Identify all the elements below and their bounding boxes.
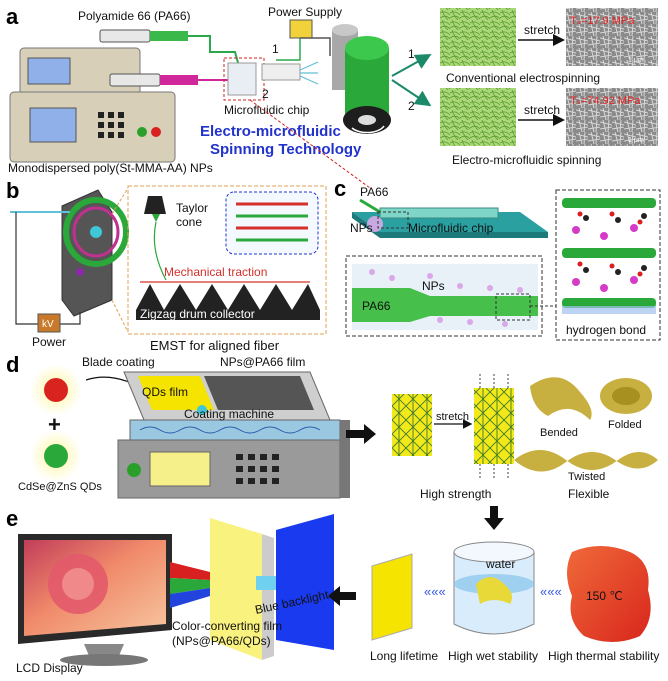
label-thermal: High thermal stability [548,649,659,663]
label-nps: NPs [350,221,373,235]
scalebar-2: 1 μm [628,137,644,144]
coating-machine [117,371,350,499]
label-long: Long lifetime [370,649,438,663]
sem-conventional-before [440,8,516,66]
microfluidic-chip [227,62,257,96]
tech-title-line2: Spinning Technology [210,141,362,158]
path-label-1: 1 [272,42,279,56]
path-label-2: 2 [262,87,269,101]
film-bended [530,377,592,420]
label-blade: Blade coating [82,355,155,369]
label-collector: Zigzag drum collector [140,307,255,321]
label-pa66-inset: PA66 [362,299,391,313]
label-ccf-line2: (NPs@PA66/QDs) [172,634,271,648]
panel-e: e LCD Display Color-converting film (NPs… [6,506,659,675]
label-flexible: Flexible [568,487,610,501]
arrow-to-strength [346,424,376,444]
kv-label: kV [42,319,54,330]
blue-backlight [276,514,334,650]
label-pa66: PA66 [360,185,389,199]
arrow-label-1: 1 [408,47,415,61]
qd-red-icon [44,378,68,402]
taylor-line1: Taylor [176,201,208,215]
label-power: Power [32,335,66,349]
label-bended: Bended [540,427,578,439]
label-chip: Microfluidic chip [408,221,494,235]
taylor-line2: cone [176,215,202,229]
label-nps: Monodispersed poly(St-MMA-AA) NPs [8,161,213,175]
pa66-stream [352,288,538,322]
label-film: NPs@PA66 film [220,355,305,369]
label-lcd: LCD Display [16,661,83,675]
label-machine: Coating machine [184,407,274,421]
label-ccf-line1: Color-converting film [172,619,282,633]
arrow-down [484,506,504,530]
stretch-label-2: stretch [524,103,560,117]
film-twisted [514,450,658,472]
zigzag-collector [136,284,320,310]
nozzle [144,196,166,214]
label-conventional: Conventional electrospinning [446,71,600,85]
syringe-pump [9,29,198,163]
ts-electro: Tₛ=74.92 MPa [570,95,641,107]
label-microfluidic-chip: Microfluidic chip [224,103,310,117]
label-power-supply: Power Supply [268,5,342,19]
film-long-lifetime [371,553,413,641]
label-qds-film: QDs film [142,385,188,399]
ts-conventional: Tₛ=17.9 MPa [570,15,635,27]
panel-b-letter: b [6,178,19,203]
sem-electro-before [440,88,516,146]
tech-title-line1: Electro-microfluidic [200,123,341,140]
label-folded: Folded [608,419,642,431]
water-beaker [453,541,535,635]
sem-conventional-after [566,8,658,66]
channel-inset [345,255,543,337]
panel-e-letter: e [6,506,18,531]
power-supply-icon [289,19,313,39]
panel-b: b kV Power Taylor cone Mechanical tracti… [6,178,327,353]
label-wet: High wet stability [448,649,538,663]
panel-a-letter: a [6,4,19,29]
panel-a: a Polyamide 66 (PA66) [6,4,658,189]
label-twisted: Twisted [568,471,605,483]
panel-d-letter: d [6,352,19,377]
label-polyamide: Polyamide 66 (PA66) [78,9,191,23]
label-electro: Electro-microfluidic spinning [452,153,601,167]
label-water: water [485,557,515,571]
color-converting-film [210,518,262,660]
label-emst: EMST for aligned fiber [150,338,280,353]
scalebar-1: 1 μm [628,57,644,64]
label-qds: CdSe@ZnS QDs [18,481,102,493]
hbond-inset [555,189,661,341]
label-stretch: stretch [436,411,469,423]
label-hbond: hydrogen bond [566,323,646,337]
power-box [37,313,61,333]
panel-c: c PA66 NPs Microfluidic chip NPs PA66 [334,176,661,341]
inset-b [127,185,327,335]
qd-green-icon [44,444,68,468]
arrow-label-2: 2 [408,99,415,113]
fiber-inset [225,191,319,255]
stretch-label-1: stretch [524,23,560,37]
arrow-to-display [328,586,356,606]
label-nps-inset: NPs [422,279,445,293]
mesh-before [392,394,432,456]
mesh-after [474,388,514,464]
svg-text:«««: ««« [540,584,562,599]
collector-drum [332,24,391,134]
panel-d: d + CdSe@ZnS QDs Blade coating NPs@PA66 … [6,352,658,501]
label-high-strength: High strength [420,487,491,501]
panel-c-letter: c [334,176,346,201]
label-traction: Mechanical traction [164,265,267,279]
sem-electro-after [566,88,658,146]
thermal-film [567,546,651,642]
label-temp: 150 ℃ [586,589,623,603]
svg-text:«««: ««« [424,584,446,599]
lcd-monitor [18,534,172,666]
